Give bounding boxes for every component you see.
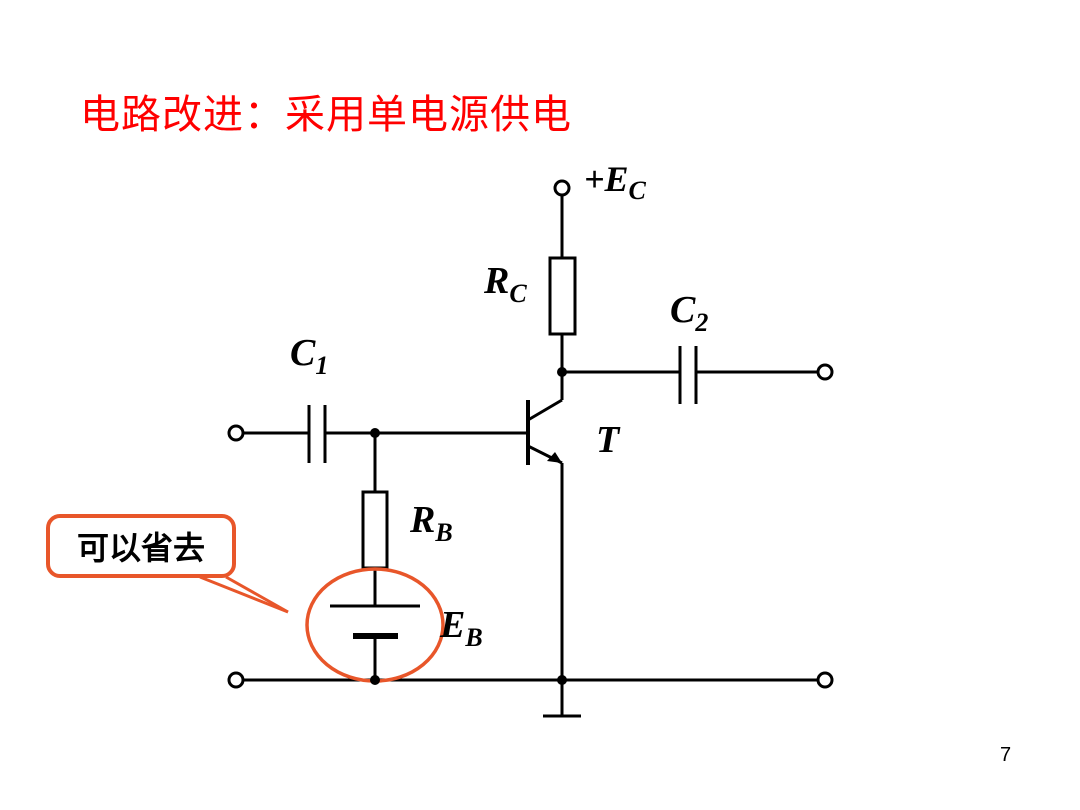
junction-dot-collector [557,367,567,377]
rc-resistor [548,256,577,336]
eb-label: EB [439,604,483,652]
callout-text: 可以省去 [76,529,205,567]
input-terminal [227,424,245,442]
rc-label: RC [483,260,527,308]
rb-label: RB [409,499,453,547]
junction-dot-base [370,428,380,438]
page-number: 7 [1000,744,1012,766]
transistor-label: T [596,419,621,461]
emitter-arrow [547,452,562,463]
callout-pointer-lower [225,575,289,614]
rb-resistor [361,490,389,570]
c2-label: C2 [670,289,708,337]
supply-terminal [553,179,571,197]
slide-title: 电路改进：采用单电源供电 [80,92,572,138]
c1-label: C1 [290,332,328,380]
input-ground-terminal [227,671,245,689]
transistor-collector [527,398,563,422]
output-ground-terminal [816,671,834,689]
callout-pointer-upper [199,575,289,614]
junction-dot-ground-left [370,675,380,685]
output-terminal [816,363,834,381]
callout-box: 可以省去 [46,514,236,578]
junction-dot-ground-right [557,675,567,685]
supply-label: +EC [584,159,647,205]
